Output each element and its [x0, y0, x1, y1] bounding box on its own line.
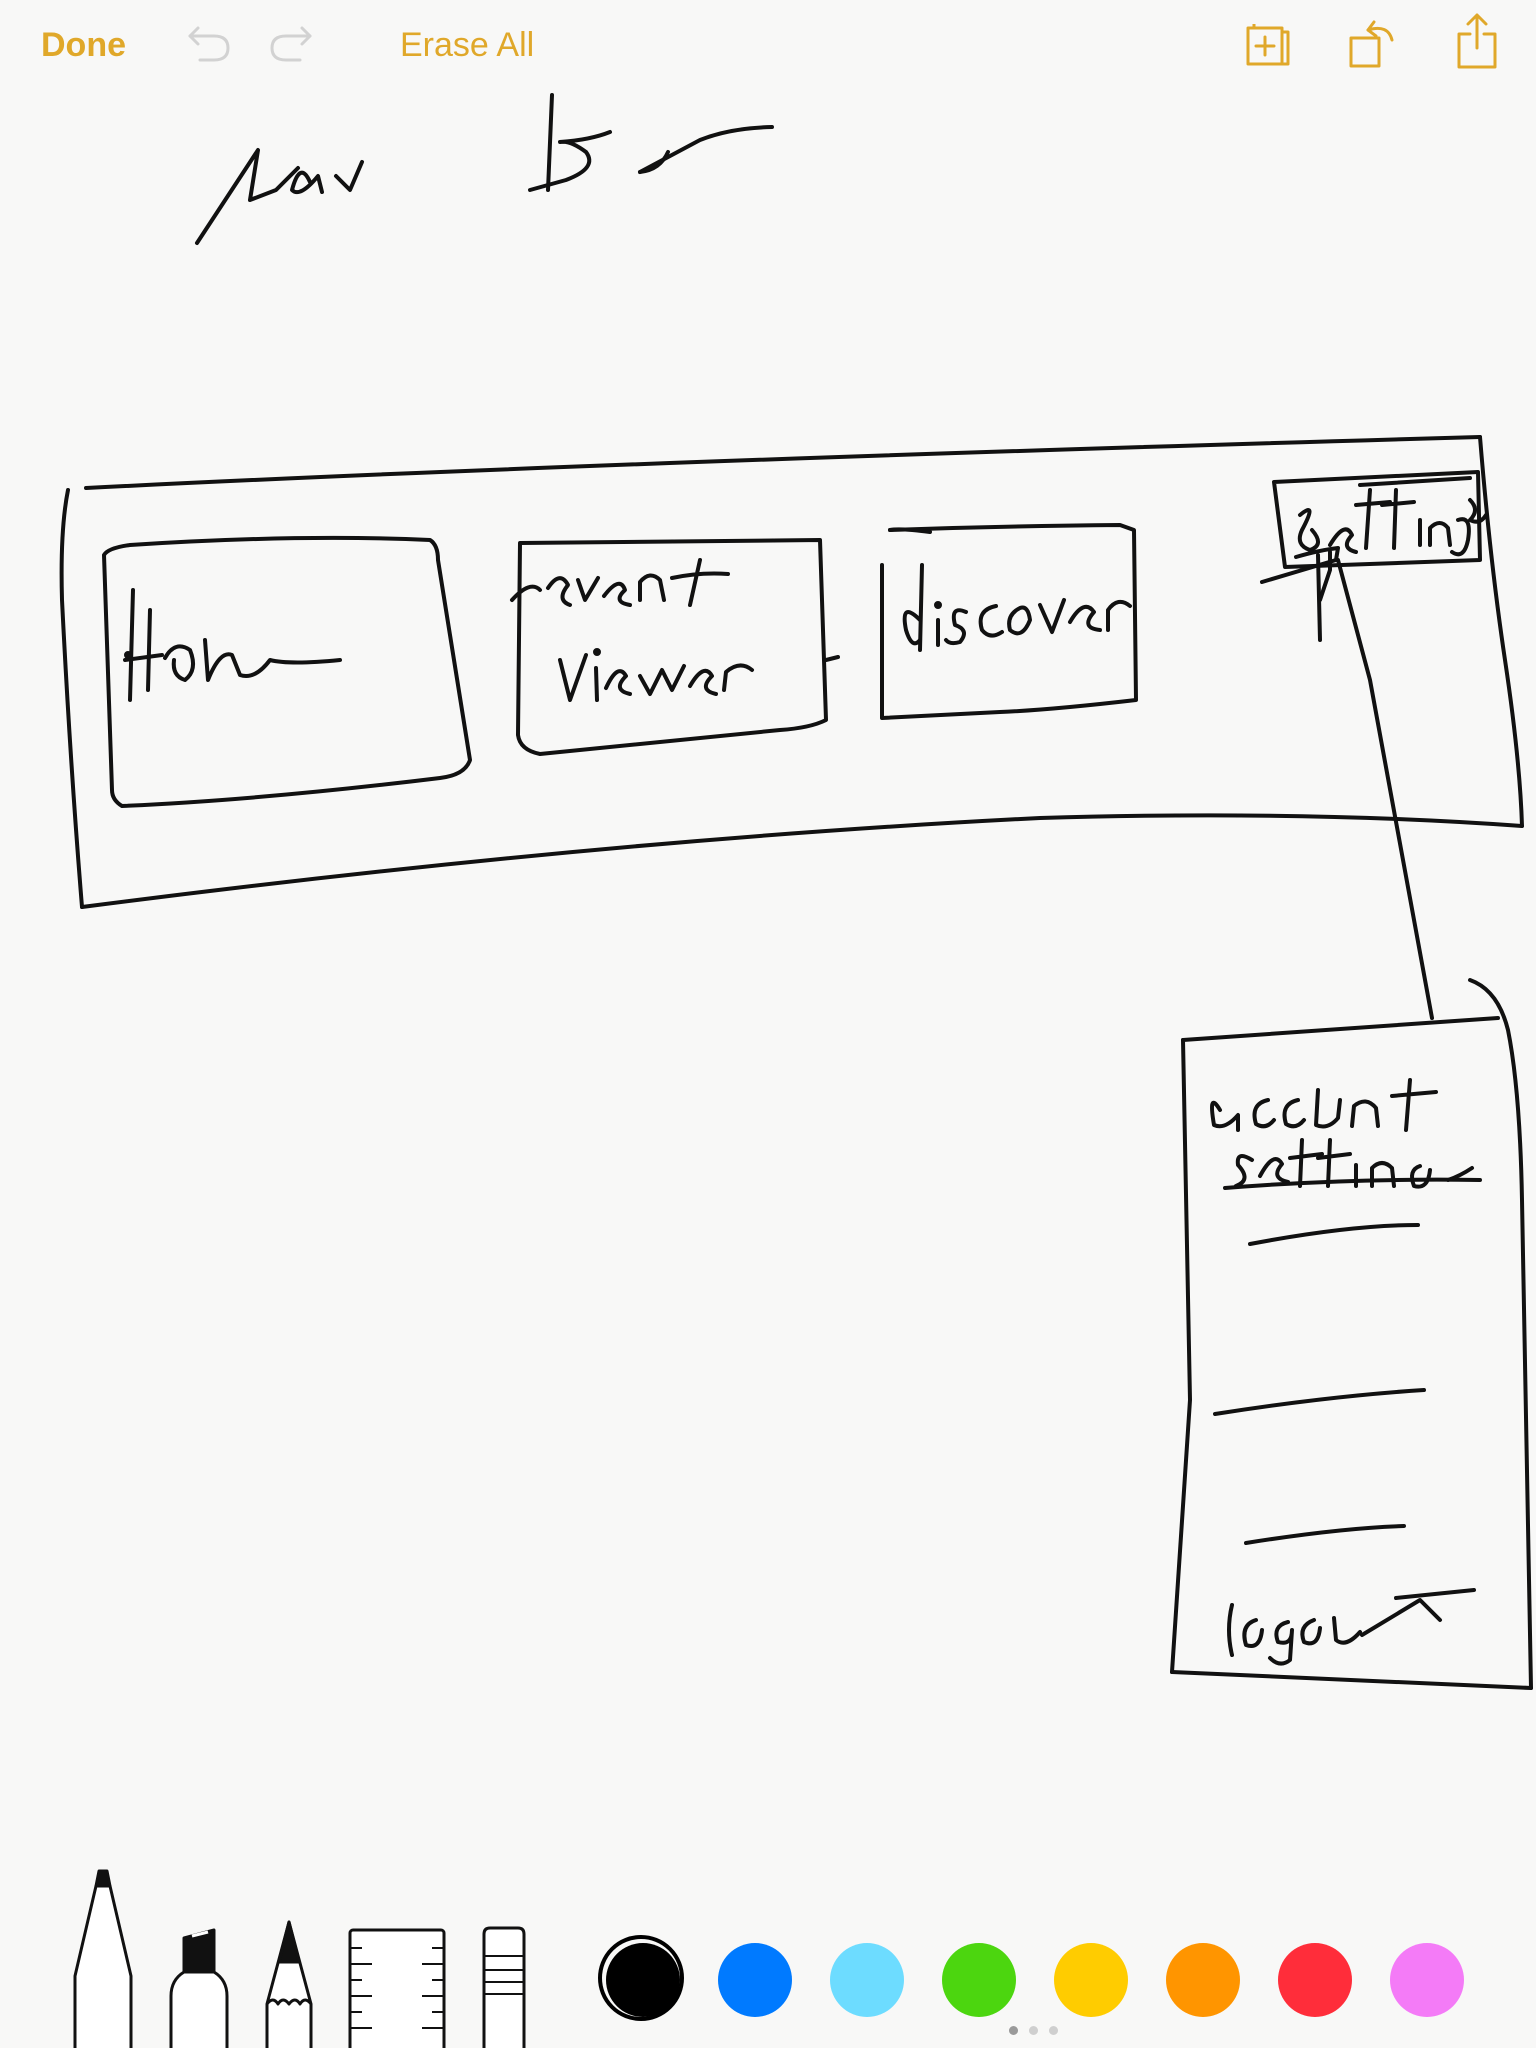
color-swatch-orange[interactable]	[1166, 1943, 1240, 2017]
color-swatch-black[interactable]	[598, 1935, 684, 2021]
sketch-connector-line	[1336, 558, 1434, 1020]
sketch-menu-line-1	[1248, 1223, 1420, 1246]
color-swatch-yellow[interactable]	[1054, 1943, 1128, 2017]
done-button[interactable]: Done	[41, 26, 126, 64]
pencil-tool-icon[interactable]	[264, 1918, 314, 2048]
sketch-recent-viewer-box	[510, 538, 840, 756]
color-swatch-light-blue[interactable]	[830, 1943, 904, 2017]
sketch-menu-line-3	[1244, 1524, 1406, 1545]
handwritten-heading-nav-bar	[195, 93, 774, 245]
marker-tool-icon[interactable]	[168, 1928, 230, 2048]
drawing-tool-palette	[0, 1860, 1536, 2048]
sketch-menu-line-2	[1213, 1388, 1426, 1416]
erase-all-button[interactable]: Erase All	[400, 26, 535, 64]
eraser-tool-icon[interactable]	[482, 1926, 526, 2048]
page-dot	[1029, 2026, 1038, 2035]
top-toolbar: Done Erase All	[0, 0, 1536, 90]
sketch-dropdown-panel	[1170, 978, 1533, 1690]
sketch-settings-box	[1260, 470, 1488, 642]
color-swatch-red[interactable]	[1278, 1943, 1352, 2017]
color-swatch-blue[interactable]	[718, 1943, 792, 2017]
rotate-icon[interactable]	[1348, 14, 1398, 70]
share-icon[interactable]	[1456, 12, 1498, 70]
sketch-home-box	[102, 535, 472, 808]
pen-tool-icon[interactable]	[72, 1866, 134, 2048]
color-swatch-green[interactable]	[942, 1943, 1016, 2017]
page-dot-current	[1009, 2026, 1018, 2035]
ruler-tool-icon[interactable]	[348, 1928, 446, 2048]
sketch-nav-bar-container	[59, 435, 1524, 909]
sketch-discover-box	[880, 523, 1138, 720]
color-swatch-pink[interactable]	[1390, 1943, 1464, 2017]
page-dot	[1049, 2026, 1058, 2035]
undo-icon[interactable]	[186, 22, 232, 62]
add-page-icon[interactable]	[1246, 22, 1292, 70]
redo-icon[interactable]	[268, 22, 314, 62]
page-indicator[interactable]	[1009, 2026, 1069, 2036]
